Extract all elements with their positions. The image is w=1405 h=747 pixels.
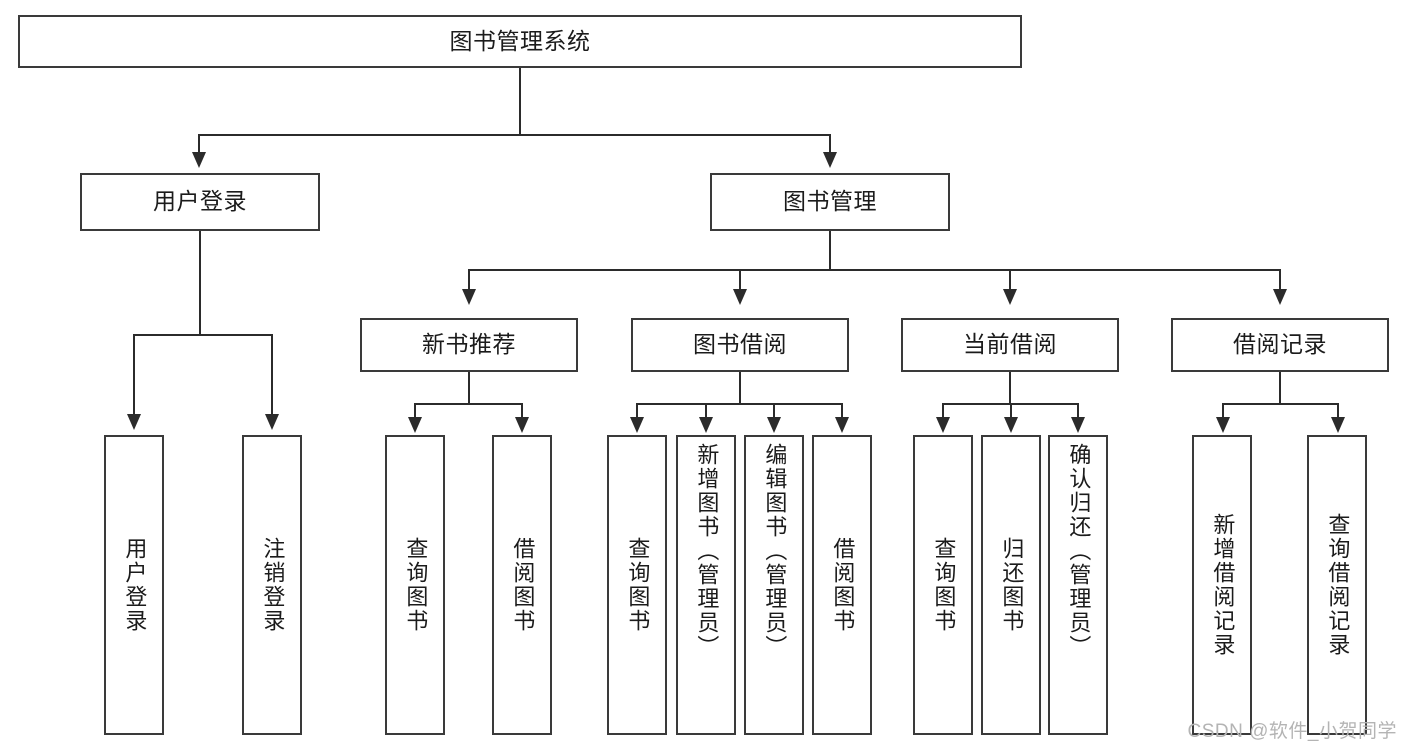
arrow-bm-to-new-book — [462, 289, 476, 305]
connector-bb-child1 — [636, 403, 638, 419]
leaf-br-add-record[interactable]: 新增借阅记录 — [1192, 435, 1252, 735]
leaf-user-login-logout[interactable]: 注销登录 — [242, 435, 302, 735]
arrow-br-child2 — [1331, 417, 1345, 433]
connector-bm-to-book-borrow — [739, 269, 741, 291]
connector-root-to-book-management — [829, 134, 831, 154]
connector-br-bus — [1222, 403, 1339, 405]
connector-br-stem — [1279, 372, 1281, 405]
connector-bb-child3 — [773, 403, 775, 419]
arrow-bb-child1 — [630, 417, 644, 433]
leaf-label: 归还图书 — [999, 537, 1025, 633]
leaf-label: 确认归还（管理员） — [1066, 443, 1092, 659]
connector-nbr-child1 — [414, 403, 416, 419]
connector-bb-child4 — [841, 403, 843, 419]
node-label: 用户登录 — [153, 188, 247, 215]
node-label: 当前借阅 — [963, 331, 1057, 358]
arrow-bm-to-borrow-record — [1273, 289, 1287, 305]
connector-bm-to-current-borrow — [1009, 269, 1011, 291]
connector-root-to-user-login — [198, 134, 200, 154]
node-book-borrow[interactable]: 图书借阅 — [631, 318, 849, 372]
connector-cb-stem — [1009, 372, 1011, 405]
arrow-cb-child1 — [936, 417, 950, 433]
leaf-label: 查询借阅记录 — [1325, 513, 1351, 657]
leaf-cb-confirm-return-admin[interactable]: 确认归还（管理员） — [1048, 435, 1108, 735]
arrow-br-child1 — [1216, 417, 1230, 433]
connector-cb-child2 — [1010, 403, 1012, 419]
connector-user-login-child2 — [271, 334, 273, 416]
connector-bm-to-new-book — [468, 269, 470, 291]
leaf-nbr-query-book[interactable]: 查询图书 — [385, 435, 445, 735]
node-current-borrow[interactable]: 当前借阅 — [901, 318, 1119, 372]
connector-br-child2 — [1337, 403, 1339, 419]
leaf-label: 查询图书 — [403, 537, 429, 633]
leaf-cb-query-book[interactable]: 查询图书 — [913, 435, 973, 735]
leaf-bb-add-book-admin[interactable]: 新增图书（管理员） — [676, 435, 736, 735]
node-label: 图书管理 — [783, 188, 877, 215]
connector-user-login-child1 — [133, 334, 135, 416]
leaf-label: 编辑图书（管理员） — [762, 443, 788, 659]
node-new-book-recommend[interactable]: 新书推荐 — [360, 318, 578, 372]
connector-nbr-bus — [414, 403, 523, 405]
arrow-nbr-child2 — [515, 417, 529, 433]
connector-bm-to-borrow-record — [1279, 269, 1281, 291]
leaf-cb-return-book[interactable]: 归还图书 — [981, 435, 1041, 735]
leaf-user-login-login[interactable]: 用户登录 — [104, 435, 164, 735]
arrow-bb-child3 — [767, 417, 781, 433]
arrow-user-login-child2 — [265, 414, 279, 430]
leaf-label: 新增借阅记录 — [1210, 513, 1236, 657]
connector-bb-child2 — [705, 403, 707, 419]
connector-book-management-bus — [468, 269, 1281, 271]
connector-book-management-stem — [829, 231, 831, 271]
connector-nbr-child2 — [521, 403, 523, 419]
arrow-nbr-child1 — [408, 417, 422, 433]
node-label: 借阅记录 — [1233, 331, 1327, 358]
node-label: 图书管理系统 — [449, 27, 591, 54]
leaf-label: 借阅图书 — [510, 537, 536, 633]
node-borrow-record[interactable]: 借阅记录 — [1171, 318, 1389, 372]
csdn-watermark: CSDN @软件_小贺同学 — [1187, 721, 1397, 742]
leaf-bb-borrow-book[interactable]: 借阅图书 — [812, 435, 872, 735]
connector-cb-child3 — [1077, 403, 1079, 419]
connector-root-bus — [198, 134, 830, 136]
leaf-label: 查询图书 — [625, 537, 651, 633]
leaf-label: 借阅图书 — [830, 537, 856, 633]
arrow-bb-child2 — [699, 417, 713, 433]
arrow-user-login-child1 — [127, 414, 141, 430]
connector-nbr-stem — [468, 372, 470, 405]
node-user-login[interactable]: 用户登录 — [80, 173, 320, 231]
leaf-label: 查询图书 — [931, 537, 957, 633]
connector-cb-child1 — [942, 403, 944, 419]
arrow-bm-to-current-borrow — [1003, 289, 1017, 305]
leaf-bb-query-book[interactable]: 查询图书 — [607, 435, 667, 735]
arrow-cb-child2 — [1004, 417, 1018, 433]
leaf-label: 用户登录 — [122, 537, 148, 633]
connector-bb-stem — [739, 372, 741, 405]
arrow-bb-child4 — [835, 417, 849, 433]
node-root-book-management-system[interactable]: 图书管理系统 — [18, 15, 1022, 68]
connector-bb-bus — [636, 403, 842, 405]
connector-root-stem — [519, 68, 521, 136]
leaf-label: 注销登录 — [260, 537, 286, 633]
arrow-root-to-book-management — [823, 152, 837, 168]
node-book-management[interactable]: 图书管理 — [710, 173, 950, 231]
connector-br-child1 — [1222, 403, 1224, 419]
arrow-bm-to-book-borrow — [733, 289, 747, 305]
leaf-bb-edit-book-admin[interactable]: 编辑图书（管理员） — [744, 435, 804, 735]
leaf-label: 新增图书（管理员） — [694, 443, 720, 659]
arrow-root-to-user-login — [192, 152, 206, 168]
arrow-cb-child3 — [1071, 417, 1085, 433]
connector-user-login-stem — [199, 231, 201, 336]
connector-user-login-bus — [133, 334, 273, 336]
leaf-br-query-record[interactable]: 查询借阅记录 — [1307, 435, 1367, 735]
node-label: 图书借阅 — [693, 331, 787, 358]
leaf-nbr-borrow-book[interactable]: 借阅图书 — [492, 435, 552, 735]
node-label: 新书推荐 — [422, 331, 516, 358]
